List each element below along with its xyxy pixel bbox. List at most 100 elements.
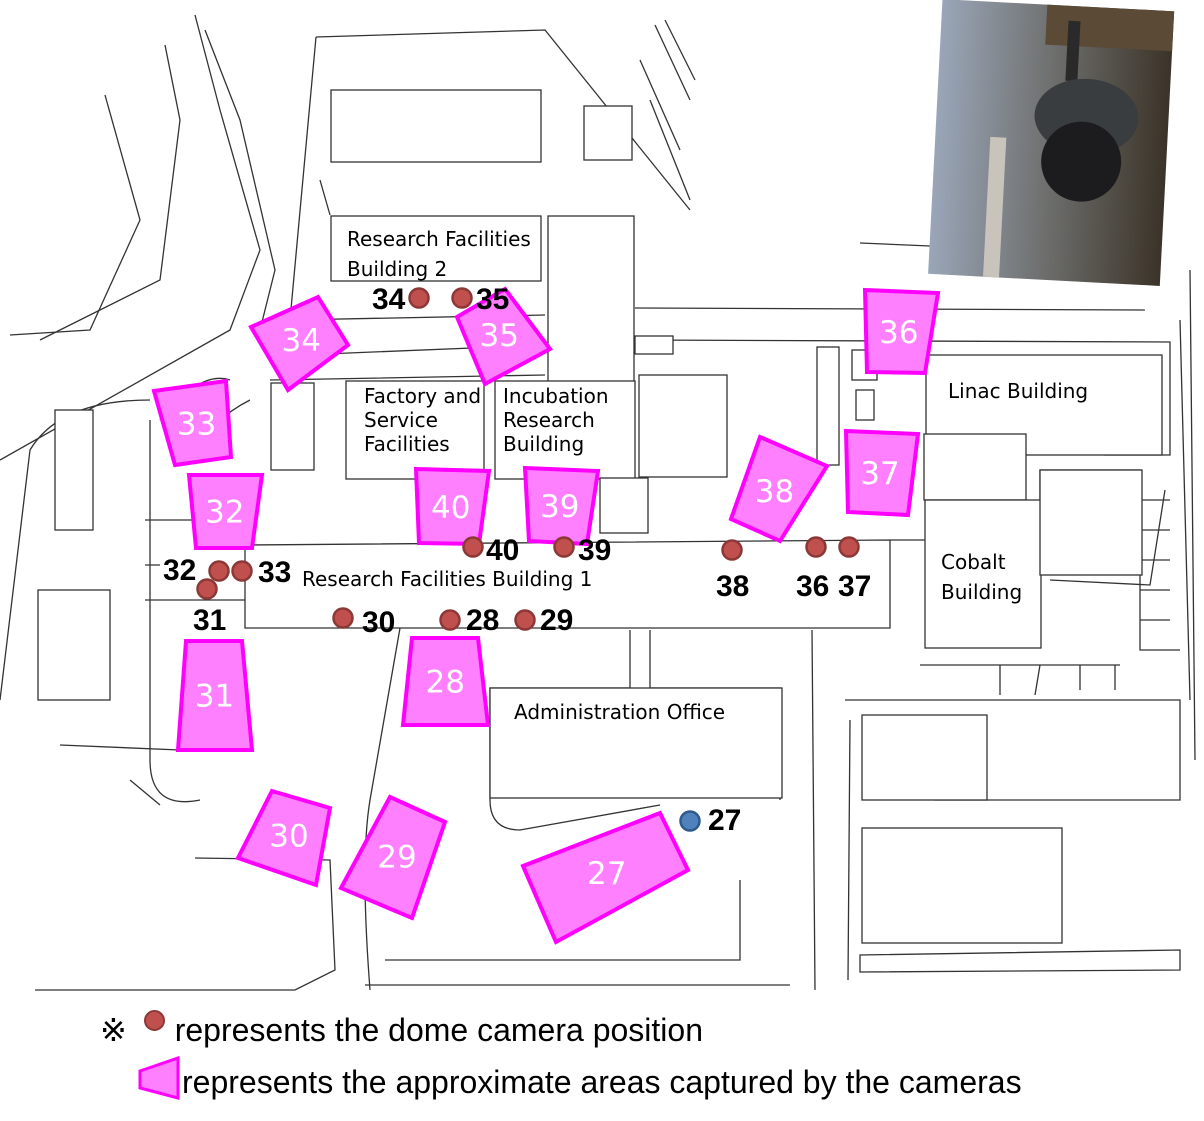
building-label-incubation: Building xyxy=(503,432,584,456)
camera-marker-34[interactable] xyxy=(408,287,430,309)
building-label-factory: Facilities xyxy=(364,432,450,456)
camera-area-label: 31 xyxy=(195,679,234,715)
camera-marker-31[interactable] xyxy=(196,578,218,600)
legend-dome-text: represents the dome camera position xyxy=(174,1012,703,1048)
camera-area-label: 40 xyxy=(431,490,470,526)
building-north xyxy=(330,89,542,163)
building-se-2 xyxy=(861,827,1063,944)
camera-area-label: 28 xyxy=(426,665,465,701)
camera-number-label: 39 xyxy=(578,534,611,567)
camera-area-label: 35 xyxy=(480,318,519,354)
camera-marker-28[interactable] xyxy=(439,609,461,631)
camera-area-33 xyxy=(151,378,234,468)
camera-number-label: 38 xyxy=(716,570,749,603)
camera-positions: 27 28 29 30 31 32 33 34 35 36 37 38 39 40 xyxy=(163,283,871,837)
camera-area-36 xyxy=(862,287,941,376)
camera-area-28 xyxy=(400,636,491,727)
building-west-2 xyxy=(54,409,94,531)
camera-area-35 xyxy=(454,286,553,387)
building-label-incubation: Research xyxy=(503,408,595,432)
photo-ceiling xyxy=(1045,4,1175,52)
camera-marker-35[interactable] xyxy=(451,287,473,309)
legend-dome-icon xyxy=(143,1010,165,1031)
camera-area-label: 37 xyxy=(860,456,899,492)
camera-number-label: 29 xyxy=(540,604,573,637)
camera-number-label: 33 xyxy=(258,556,291,589)
building-mid xyxy=(638,374,728,478)
camera-number-label: 32 xyxy=(163,554,196,587)
camera-number-label: 34 xyxy=(372,283,406,316)
building-narrow xyxy=(816,346,840,466)
camera-marker-32[interactable] xyxy=(208,560,230,582)
camera-area-label: 34 xyxy=(282,323,321,359)
photo-pipe xyxy=(983,136,1007,278)
camera-area-38 xyxy=(728,434,830,544)
camera-number-label: 37 xyxy=(838,570,871,603)
camera-number-label: 27 xyxy=(708,804,741,837)
camera-marker-33[interactable] xyxy=(231,560,253,582)
legend-dome: ※ represents the dome camera position xyxy=(100,1010,703,1049)
building-incubation xyxy=(494,380,636,480)
camera-area-30 xyxy=(235,788,333,888)
building-annex xyxy=(599,477,649,534)
building-small-north xyxy=(583,105,633,161)
building-label-admin: Administration Office xyxy=(514,700,725,724)
camera-number-label: 36 xyxy=(796,570,829,603)
camera-area-label: 30 xyxy=(269,819,308,855)
camera-number-label: 40 xyxy=(486,534,519,567)
camera-marker-30[interactable] xyxy=(332,607,354,629)
building-factory xyxy=(345,380,485,480)
legend-area: represents the approximate areas capture… xyxy=(136,1055,1022,1101)
camera-number-label: 35 xyxy=(476,283,509,316)
camera-mount-icon xyxy=(1065,20,1081,82)
camera-area-label: 36 xyxy=(879,315,918,351)
camera-area-label: 39 xyxy=(540,489,579,525)
camera-area-32 xyxy=(186,473,265,550)
camera-area-label: 29 xyxy=(377,839,416,875)
camera-area-label: 33 xyxy=(177,407,216,443)
building-label-factory: Service xyxy=(364,408,438,432)
legend-area-text: represents the approximate areas capture… xyxy=(182,1064,1022,1100)
building-label-rfb2: Research Facilities xyxy=(347,227,531,251)
camera-area-31 xyxy=(175,639,255,752)
building-west xyxy=(37,589,111,701)
buildings xyxy=(37,89,1163,944)
building-se-1 xyxy=(861,714,988,801)
camera-marker-38[interactable] xyxy=(721,539,743,561)
camera-marker-29[interactable] xyxy=(514,609,536,631)
building-cobalt xyxy=(924,499,1042,649)
camera-number-label: 28 xyxy=(466,604,499,637)
building-tiny xyxy=(634,335,674,355)
camera-number-label: 30 xyxy=(362,606,395,639)
camera-area-39 xyxy=(522,465,601,547)
building-east xyxy=(1039,469,1143,576)
dome-camera-icon xyxy=(1041,121,1122,202)
building-label-incubation: Incubation xyxy=(503,384,609,408)
camera-number-label: 31 xyxy=(193,604,226,637)
building-tiny-3 xyxy=(855,389,875,421)
building-linac-annex xyxy=(923,433,1027,501)
camera-area-label: 32 xyxy=(205,495,244,531)
camera-marker-40[interactable] xyxy=(462,536,484,558)
building-label-cobalt: Cobalt xyxy=(941,550,1006,574)
camera-area-27 xyxy=(520,810,691,945)
building-admin xyxy=(489,687,783,799)
legend-area-icon xyxy=(138,1055,180,1100)
building-label-factory: Factory and xyxy=(364,384,481,408)
building-label-cobalt: Building xyxy=(941,580,1022,604)
building-rfb2 xyxy=(330,215,542,282)
camera-marker-39[interactable] xyxy=(553,536,575,558)
camera-marker-36[interactable] xyxy=(805,536,827,558)
building-label-linac: Linac Building xyxy=(948,379,1088,403)
building-small-west xyxy=(270,382,315,471)
camera-area-37 xyxy=(843,428,921,518)
camera-area-29 xyxy=(338,794,448,921)
camera-area-label: 38 xyxy=(755,474,794,510)
camera-marker-37[interactable] xyxy=(838,536,860,558)
note-mark: ※ xyxy=(100,1012,127,1048)
camera-marker-27[interactable] xyxy=(679,810,701,832)
camera-photo xyxy=(928,0,1175,286)
